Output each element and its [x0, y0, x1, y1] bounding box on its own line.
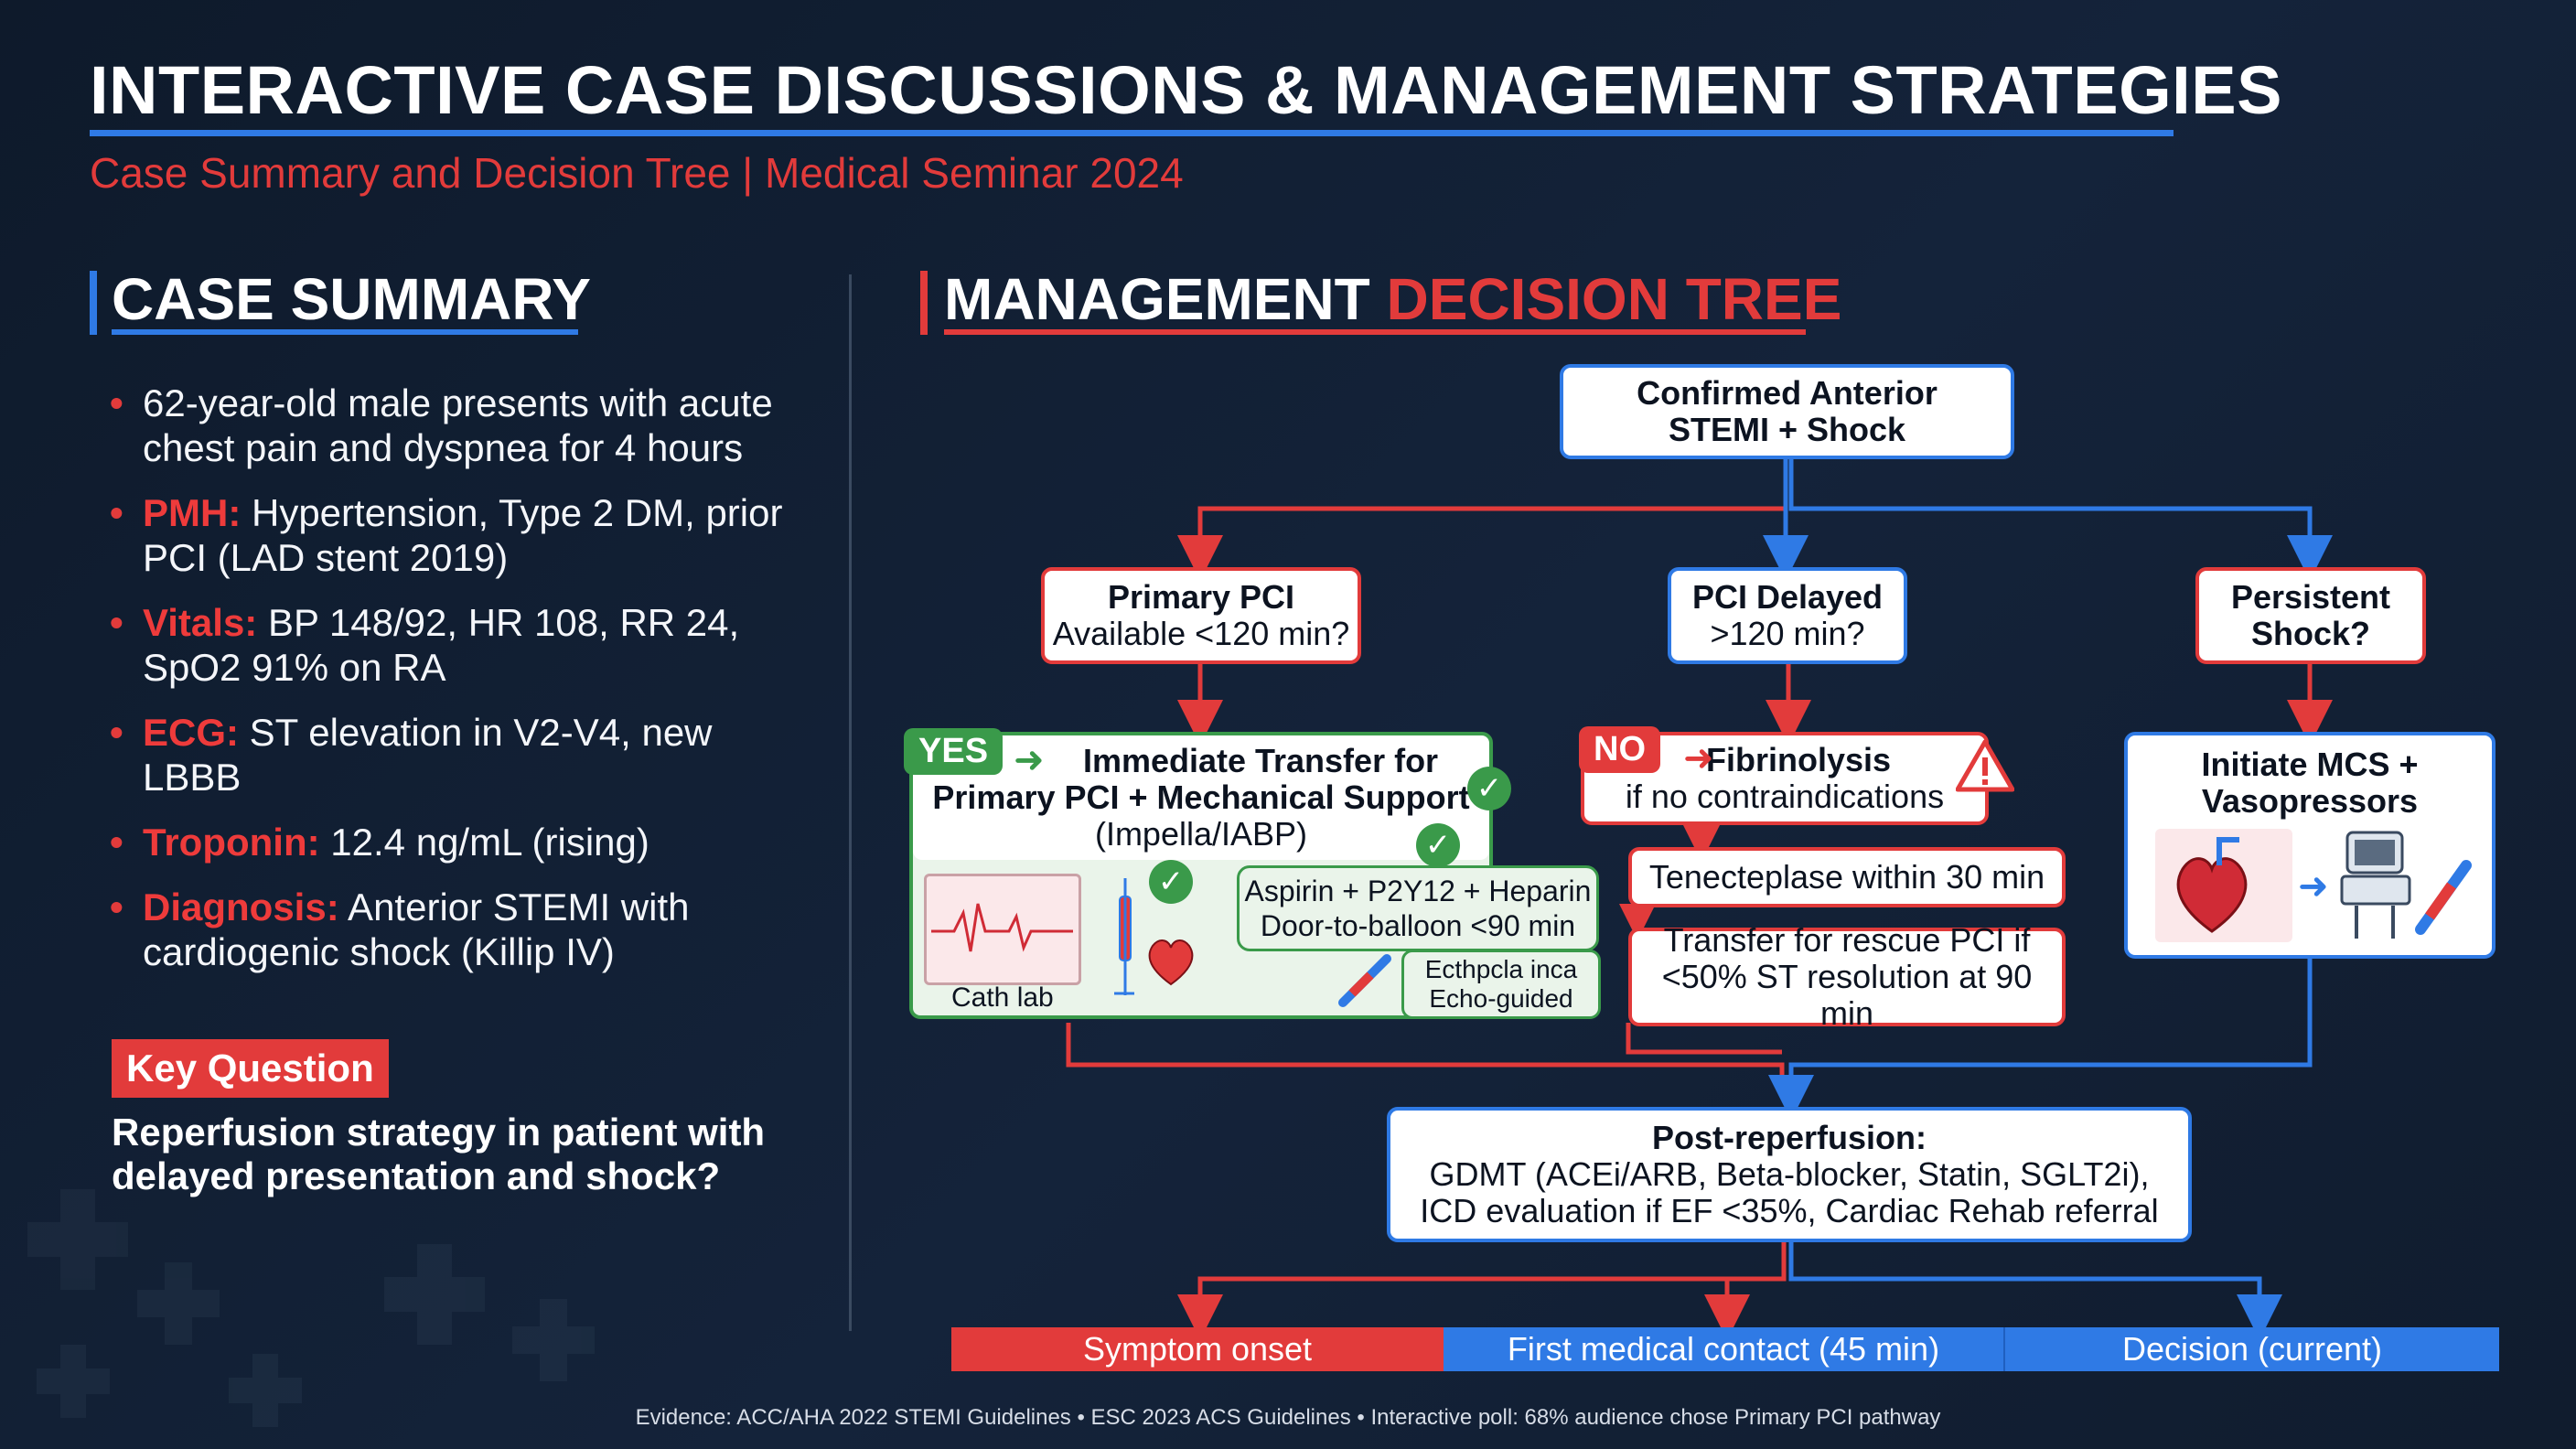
ecg-monitor-icon [924, 874, 1081, 985]
no-badge: NO [1579, 726, 1660, 773]
title-underline [90, 130, 2174, 136]
branch-primary-pci: Primary PCI Available <120 min? [1041, 567, 1361, 664]
no-outcome-box: Fibrinolysis if no contraindications [1581, 732, 1989, 825]
no-step-rescue-pci: Transfer for rescue PCI if <50% ST resol… [1628, 922, 2066, 1032]
decision-tree-heading: MANAGEMENT DECISION TREE [944, 266, 1842, 332]
case-summary-list: 62-year-old male presents with acute che… [110, 381, 787, 994]
mcs-device-icon [2338, 829, 2475, 942]
case-summary-underline [112, 329, 578, 335]
list-item: Troponin: 12.4 ng/mL (rising) [110, 820, 787, 864]
check-icon: ✓ [1149, 860, 1193, 904]
list-item: PMH: Hypertension, Type 2 DM, prior PCI … [110, 490, 787, 580]
bg-cross-icon [137, 1262, 220, 1345]
root-node: Confirmed Anterior STEMI + Shock [1560, 364, 2014, 459]
key-question-text: Reperfusion strategy in patient with del… [112, 1111, 766, 1197]
case-summary-accent-bar [90, 271, 97, 335]
warning-icon [1955, 739, 2015, 792]
no-step-tenecteplase: Tenecteplase within 30 min [1628, 847, 2066, 907]
decision-tree-accent-bar [920, 271, 928, 335]
yes-detail-box: Aspirin + P2Y12 + Heparin Door-to-balloo… [1237, 865, 1599, 951]
timeline-symptom-onset: Symptom onset [951, 1327, 1444, 1371]
decision-tree-underline [944, 329, 1806, 335]
bg-cross-icon [384, 1244, 485, 1345]
arrow-right-icon: ➜ [2298, 866, 2329, 907]
column-divider [849, 274, 852, 1331]
syringe-icon [1337, 951, 1394, 1008]
bg-cross-icon [37, 1345, 110, 1418]
page-title: INTERACTIVE CASE DISCUSSIONS & MANAGEMEN… [90, 52, 2282, 128]
list-item: Vitals: BP 148/92, HR 108, RR 24, SpO2 9… [110, 600, 787, 690]
evidence-footer: Evidence: ACC/AHA 2022 STEMI Guidelines … [635, 1405, 1941, 1430]
heart-icon [1145, 933, 1197, 988]
list-item: Diagnosis: Anterior STEMI with cardiogen… [110, 885, 787, 974]
check-icon: ✓ [1467, 767, 1511, 810]
bg-cross-icon [512, 1299, 595, 1381]
bg-cross-icon [229, 1354, 302, 1427]
post-reperfusion-box: Post-reperfusion: GDMT (ACEi/ARB, Beta-b… [1387, 1107, 2192, 1242]
list-item: 62-year-old male presents with acute che… [110, 381, 787, 470]
branch-pci-delayed: PCI Delayed >120 min? [1668, 567, 1907, 664]
timeline-bar: Symptom onset First medical contact (45 … [951, 1327, 2499, 1371]
timeline-first-contact: First medical contact (45 min) [1444, 1327, 2003, 1371]
echo-note-box: Ecthpcla inca Echo-guided [1401, 950, 1601, 1019]
iv-stand-icon [1112, 878, 1136, 997]
yes-outcome-box: Immediate Transfer for Primary PCI + Mec… [913, 735, 1489, 860]
arrow-right-icon: ➜ [1683, 738, 1714, 778]
page-subtitle: Case Summary and Decision Tree | Medical… [90, 149, 1184, 197]
bg-cross-icon [27, 1189, 128, 1290]
cath-lab-label: Cath lab [951, 982, 1054, 1013]
key-question-badge: Key Question [112, 1039, 389, 1098]
case-summary-heading: CASE SUMMARY [112, 266, 591, 332]
timeline-decision: Decision (current) [2003, 1327, 2499, 1371]
check-icon: ✓ [1416, 823, 1460, 867]
branch-persistent-shock: Persistent Shock? [2195, 567, 2426, 664]
heart-anatomy-icon [2155, 829, 2292, 942]
list-item: ECG: ST elevation in V2-V4, new LBBB [110, 710, 787, 800]
yes-badge: YES [904, 728, 1004, 775]
arrow-right-icon: ➜ [1014, 740, 1045, 780]
